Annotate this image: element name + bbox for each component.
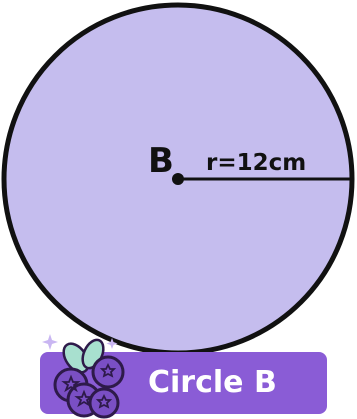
caption-title: Circle B bbox=[148, 365, 277, 400]
center-label: B bbox=[148, 141, 174, 181]
blueberry-cluster-icon bbox=[42, 334, 125, 419]
radius-label: r=12cm bbox=[206, 150, 306, 176]
center-point bbox=[172, 173, 184, 185]
